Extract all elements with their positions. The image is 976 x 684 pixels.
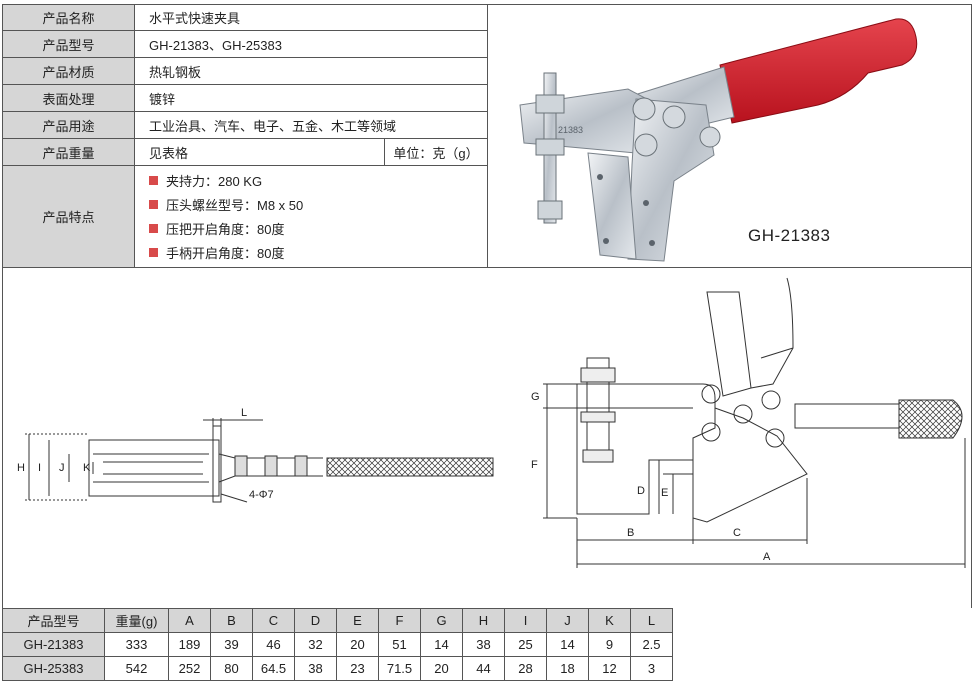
table-cell: 32 [294,632,337,657]
table-header-cell: E [336,608,379,633]
clamp-photo-illustration: 21383 [519,18,918,262]
hole-label: 4-Φ7 [249,489,274,501]
spec-value: 工业治具、汽车、电子、五金、木工等领域 [149,118,397,134]
spec-label: 产品用途 [3,112,135,138]
feature-item: 压头螺丝型号：M8 x 50 [149,195,303,214]
table-header-cell: F [378,608,421,633]
table-cell: 44 [462,656,505,681]
spec-label: 产品材质 [3,58,135,84]
dim-label-I: I [38,462,41,474]
table-cell: 51 [378,632,421,657]
table-cell: 64.5 [252,656,295,681]
bullet-square-icon [149,248,158,257]
dim-label-L: L [241,407,247,419]
dimension-table: 产品型号 重量(g) A B C D E F G H I J K L GH-21… [2,608,673,681]
table-cell-model: GH-25383 [2,656,105,681]
table-cell: 25 [504,632,547,657]
dim-label-F: F [531,459,538,471]
table-cell: 38 [294,656,337,681]
spec-label: 产品型号 [3,31,135,57]
feature-list: 夹持力：280 KG 压头螺丝型号：M8 x 50 压把开启角度：80度 手柄开… [135,166,303,267]
table-cell: 23 [336,656,379,681]
spec-row-surface: 表面处理 镀锌 [3,85,487,112]
dim-label-E: E [661,487,668,499]
spec-row-weight: 产品重量 见表格 单位：克（g） [3,139,487,166]
dim-label-G: G [531,391,540,403]
side-view [543,277,966,568]
table-header-cell: B [210,608,253,633]
table-cell: 46 [252,632,295,657]
table-cell: 80 [210,656,253,681]
table-header-cell: 重量(g) [104,608,169,633]
dim-label-A: A [763,551,771,563]
table-header-cell: I [504,608,547,633]
table-cell: 39 [210,632,253,657]
feature-item: 手柄开启角度：80度 [149,243,303,262]
spec-row-material: 产品材质 热轧钢板 [3,58,487,85]
dim-label-C: C [733,527,741,539]
table-header-cell: G [420,608,463,633]
weight-unit: 单位：克（g） [393,145,479,161]
spec-row-features: 产品特点 夹持力：280 KG 压头螺丝型号：M8 x 50 压把开启角度：80… [3,166,487,267]
dim-label-J: J [59,462,65,474]
table-cell: 38 [462,632,505,657]
table-cell: 71.5 [378,656,421,681]
table-header-cell: D [294,608,337,633]
bullet-square-icon [149,224,158,233]
table-cell-model: GH-21383 [2,632,105,657]
dim-label-H: H [17,462,25,474]
spec-label: 产品名称 [3,5,135,30]
table-header-cell: H [462,608,505,633]
technical-drawing: H I J K L 4-Φ7 [2,268,972,608]
feature-item: 压把开启角度：80度 [149,219,303,238]
table-row: GH-25383 542 252 80 64.5 38 23 71.5 20 4… [2,656,673,681]
table-header-cell: A [168,608,211,633]
table-cell: 189 [168,632,211,657]
spec-label: 产品特点 [3,166,135,267]
table-cell: 333 [104,632,169,657]
table-cell: 9 [588,632,631,657]
table-cell: 14 [546,632,589,657]
table-header-cell: 产品型号 [2,608,105,633]
bullet-square-icon [149,176,158,185]
table-cell: 20 [336,632,379,657]
table-cell: 14 [420,632,463,657]
spec-value: 热轧钢板 [149,64,202,80]
table-header-cell: C [252,608,295,633]
bullet-square-icon [149,200,158,209]
feature-item: 夹持力：280 KG [149,171,303,190]
dim-label-K: K [83,462,91,474]
spec-value: 见表格 [135,139,385,165]
spec-table: 产品名称 水平式快速夹具 产品型号 GH-21383、GH-25383 产品材质… [2,4,972,268]
dim-label-D: D [637,485,645,497]
dim-label-B: B [627,527,634,539]
table-header-cell: L [630,608,673,633]
spec-row-usage: 产品用途 工业治具、汽车、电子、五金、木工等领域 [3,112,487,139]
table-cell: 3 [630,656,673,681]
table-cell: 20 [420,656,463,681]
front-view [25,418,494,503]
spec-value: 水平式快速夹具 [149,11,241,26]
table-cell: 28 [504,656,547,681]
table-cell: 12 [588,656,631,681]
table-header-cell: K [588,608,631,633]
table-row: GH-21383 333 189 39 46 32 20 51 14 38 25… [2,632,673,657]
table-header-cell: J [546,608,589,633]
photo-caption: GH-21383 [748,226,831,245]
table-cell: 2.5 [630,632,673,657]
spec-label: 产品重量 [3,139,135,165]
table-cell: 252 [168,656,211,681]
table-cell: 18 [546,656,589,681]
spec-value: GH-21383、GH-25383 [149,37,282,53]
spec-row-model: 产品型号 GH-21383、GH-25383 [3,31,487,58]
spec-label: 表面处理 [3,85,135,111]
spec-value: 镀锌 [149,91,176,107]
svg-text:21383: 21383 [558,125,583,135]
table-header-row: 产品型号 重量(g) A B C D E F G H I J K L [2,608,673,633]
product-photo: 21383 [487,5,972,267]
spec-row-name: 产品名称 水平式快速夹具 [3,5,487,31]
dimension-drawing: H I J K L 4-Φ7 [17,277,966,568]
table-cell: 542 [104,656,169,681]
